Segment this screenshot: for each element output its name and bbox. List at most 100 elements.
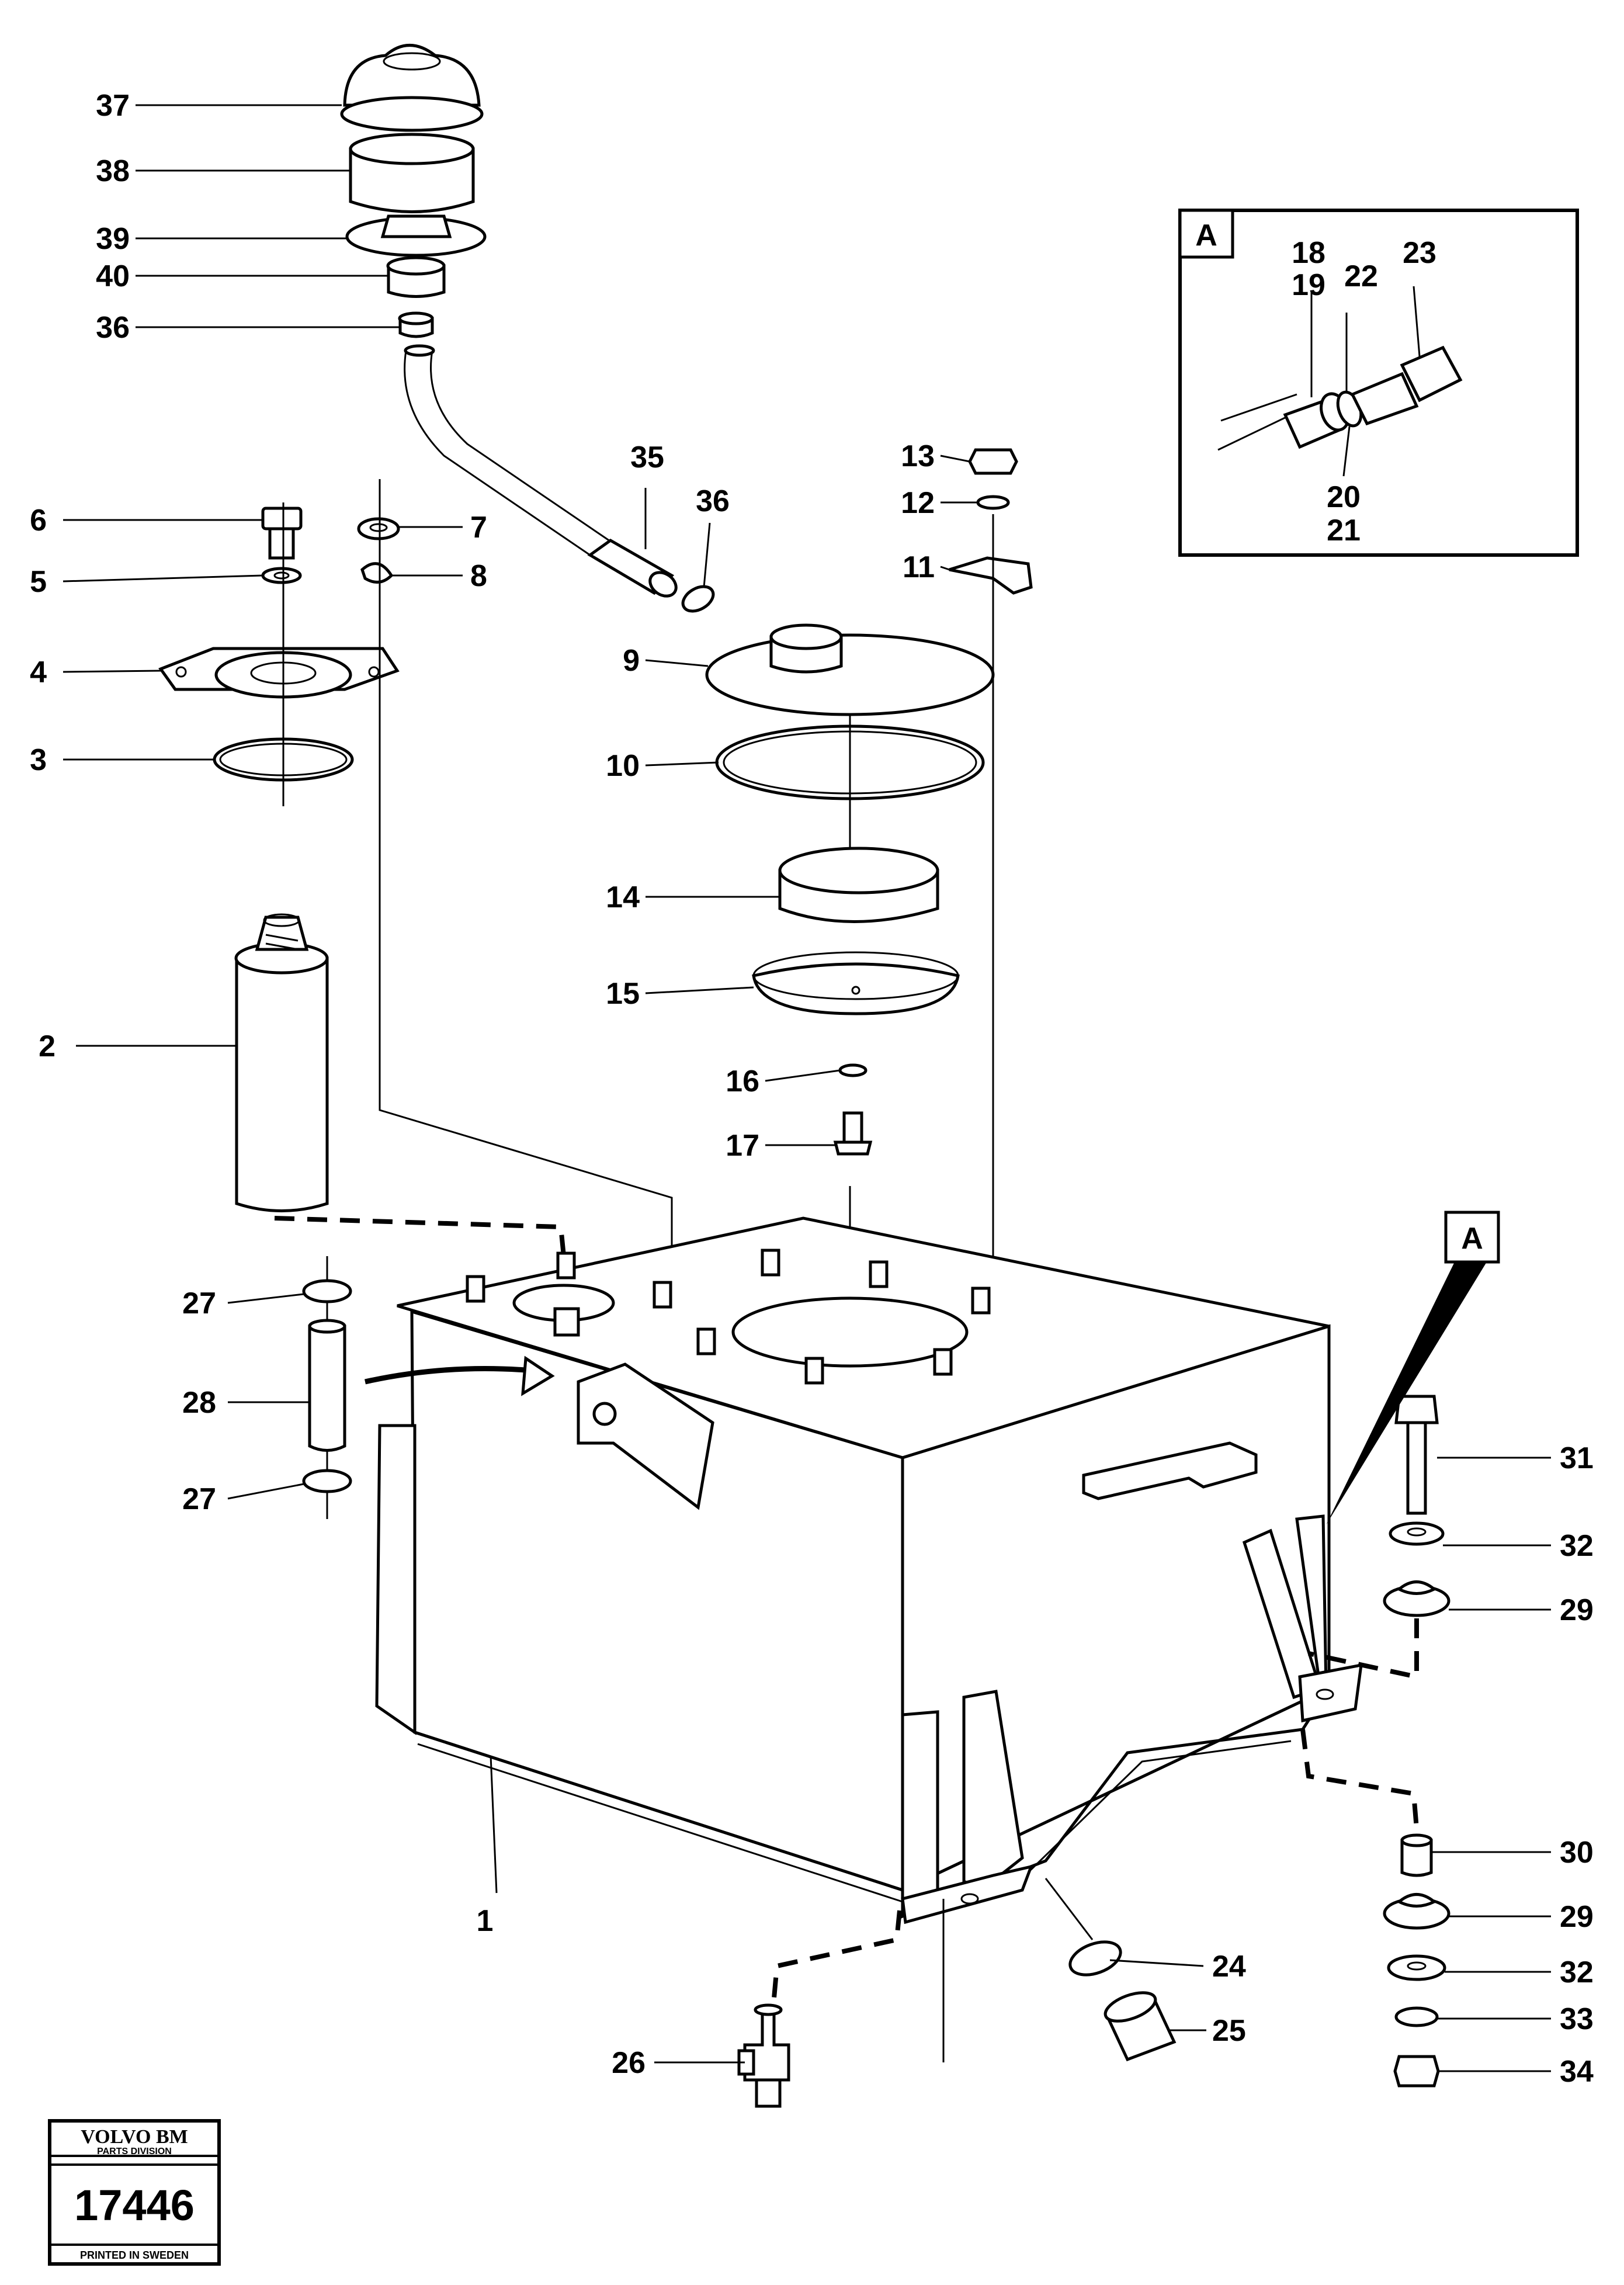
callout-labels: 37 38 39 40 36 6 5 4 3 7 8 35 36 13 12 1… bbox=[30, 89, 1594, 2089]
hose-axis bbox=[1045, 1878, 1094, 1940]
callout-36-upper: 36 bbox=[96, 311, 130, 345]
detail-view-a: A bbox=[1178, 209, 1579, 557]
callout-3: 3 bbox=[30, 743, 47, 777]
pipe-arrow-head bbox=[521, 1355, 555, 1396]
hose-clamp-lower bbox=[681, 585, 715, 613]
mount-dashed-path-upper bbox=[1308, 1618, 1419, 1680]
detail-callout-21: 21 bbox=[1327, 514, 1361, 547]
callout-2: 2 bbox=[39, 1029, 55, 1063]
flange-washer bbox=[261, 567, 302, 584]
callout-29-upper: 29 bbox=[1560, 1593, 1594, 1627]
callout-24: 24 bbox=[1212, 1950, 1246, 1984]
callout-5: 5 bbox=[30, 565, 47, 599]
flange-screw bbox=[261, 507, 303, 560]
bracket-11 bbox=[949, 556, 1033, 595]
filter-dashed-path bbox=[274, 1216, 566, 1257]
drain-dashed-path bbox=[772, 1910, 902, 1999]
view-reference-tag: A bbox=[1326, 1211, 1500, 1525]
callout-1: 1 bbox=[477, 1904, 494, 1938]
clamp-27-lower bbox=[302, 1469, 352, 1493]
rubber-mount-29-lower bbox=[1383, 1893, 1451, 1930]
pipe-direction-arrow bbox=[365, 1366, 526, 1385]
spacer-30 bbox=[1400, 1833, 1433, 1877]
callout-25: 25 bbox=[1212, 2014, 1246, 2048]
stamp-division: PARTS DIVISION bbox=[97, 2147, 172, 2156]
detail-callout-23: 23 bbox=[1403, 236, 1436, 270]
callout-35: 35 bbox=[630, 441, 664, 474]
callout-4: 4 bbox=[30, 656, 47, 689]
strainer-plate-15 bbox=[752, 951, 960, 1015]
detail-view-tag: A bbox=[1195, 219, 1217, 252]
callout-7: 7 bbox=[470, 511, 487, 545]
callout-27-upper: 27 bbox=[182, 1287, 216, 1320]
drain-cock-26 bbox=[737, 2003, 790, 2108]
callout-11: 11 bbox=[903, 550, 935, 584]
clamp-27-upper bbox=[302, 1279, 352, 1303]
strainer-ring-14 bbox=[778, 847, 939, 923]
bolt-31 bbox=[1394, 1395, 1439, 1515]
callout-38: 38 bbox=[96, 154, 130, 188]
callout-33: 33 bbox=[1560, 2002, 1594, 2036]
breather-adapter bbox=[386, 256, 446, 298]
clip-8 bbox=[360, 562, 394, 584]
callout-17: 17 bbox=[726, 1129, 759, 1163]
hose-stub-25 bbox=[1104, 1991, 1177, 2062]
callout-14: 14 bbox=[606, 880, 640, 914]
callout-12: 12 bbox=[901, 486, 935, 520]
hydraulic-tank bbox=[375, 1216, 1363, 1925]
washer-32-upper bbox=[1389, 1521, 1445, 1546]
hose-clamp-24 bbox=[1068, 1940, 1122, 1977]
callout-30: 30 bbox=[1560, 1836, 1594, 1870]
washer-32-lower bbox=[1387, 1954, 1446, 1981]
callout-40: 40 bbox=[96, 259, 130, 293]
washer-12 bbox=[976, 495, 1010, 510]
detail-callout-20: 20 bbox=[1327, 480, 1361, 514]
nut-34 bbox=[1393, 2055, 1440, 2088]
rubber-mount-29-upper bbox=[1383, 1580, 1451, 1617]
mount-dashed-path-lower bbox=[1300, 1729, 1419, 1829]
hose-pipe-35 bbox=[587, 539, 678, 598]
breather-washer bbox=[345, 214, 487, 257]
nut-7 bbox=[357, 517, 400, 540]
detail-callout-18: 18 bbox=[1292, 236, 1325, 270]
breather-element bbox=[349, 133, 475, 213]
pipe-28 bbox=[308, 1319, 346, 1452]
callout-13: 13 bbox=[901, 439, 935, 473]
volvo-bm-stamp: VOLVO BM PARTS DIVISION 17446 PRINTED IN… bbox=[48, 2119, 221, 2266]
stamp-brand: VOLVO BM bbox=[81, 2126, 188, 2148]
callout-32-lower: 32 bbox=[1560, 1955, 1594, 1989]
washer-33 bbox=[1394, 2006, 1439, 2027]
filter-cover-flange bbox=[158, 647, 400, 699]
callout-10: 10 bbox=[606, 749, 640, 783]
nut-13 bbox=[968, 448, 1018, 475]
callout-37: 37 bbox=[96, 89, 130, 123]
callout-8: 8 bbox=[470, 559, 487, 593]
callout-9: 9 bbox=[623, 644, 640, 678]
callout-6: 6 bbox=[30, 504, 47, 538]
detail-callout-19: 19 bbox=[1292, 268, 1325, 302]
callout-28: 28 bbox=[182, 1386, 216, 1420]
callout-39: 39 bbox=[96, 222, 130, 256]
callout-34: 34 bbox=[1560, 2055, 1594, 2089]
stamp-number: 17446 bbox=[74, 2181, 195, 2229]
breather-cap bbox=[340, 44, 484, 132]
callout-31: 31 bbox=[1560, 1441, 1594, 1475]
tank-top-studs bbox=[466, 1249, 991, 1385]
callout-36-lower: 36 bbox=[696, 484, 730, 518]
tank-lid bbox=[705, 623, 995, 716]
leader-lines bbox=[63, 104, 1551, 2072]
stamp-footer: PRINTED IN SWEDEN bbox=[80, 2249, 189, 2261]
washer-16 bbox=[838, 1063, 867, 1077]
callout-27-lower: 27 bbox=[182, 1482, 216, 1516]
screw-17 bbox=[833, 1111, 873, 1156]
hose-clamp-upper bbox=[398, 311, 434, 338]
filter-element bbox=[234, 913, 329, 1212]
callout-16: 16 bbox=[726, 1065, 759, 1098]
callout-15: 15 bbox=[606, 977, 640, 1011]
view-reference-tag-label: A bbox=[1461, 1222, 1483, 1256]
callout-29-lower: 29 bbox=[1560, 1900, 1594, 1934]
breather-hose bbox=[404, 344, 614, 556]
detail-callout-22: 22 bbox=[1344, 259, 1378, 293]
callout-32-upper: 32 bbox=[1560, 1529, 1594, 1563]
